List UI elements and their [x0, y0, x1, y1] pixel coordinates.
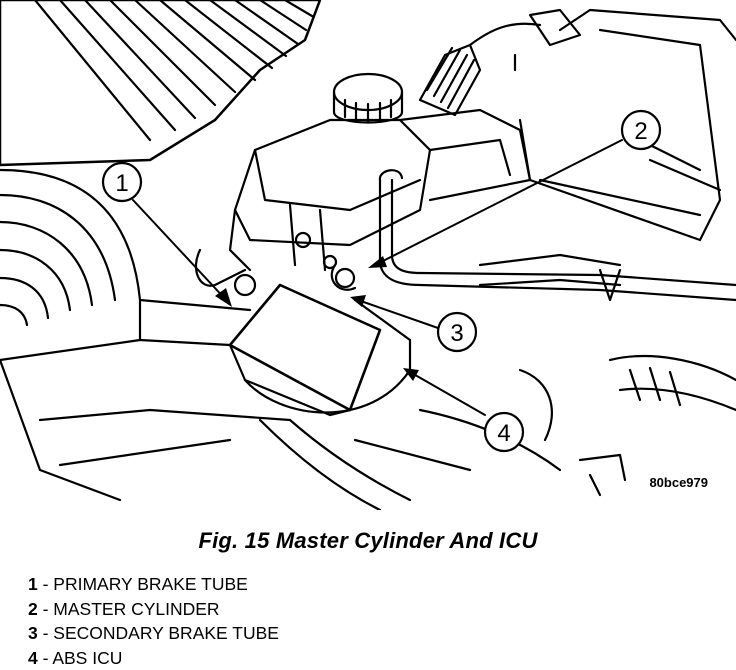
callout-number-1: 1	[115, 170, 128, 197]
callout-leaders	[132, 139, 623, 416]
legend-label: PRIMARY BRAKE TUBE	[53, 574, 248, 594]
radiator-fins	[0, 0, 322, 167]
callout-number-2: 2	[634, 118, 647, 145]
abs-icu-module	[228, 283, 412, 417]
legend-label: SECONDARY BRAKE TUBE	[53, 623, 279, 643]
callout-legend: 1 - PRIMARY BRAKE TUBE 2 - MASTER CYLIND…	[28, 572, 279, 670]
master-cylinder-body	[228, 118, 432, 272]
legend-separator: -	[37, 598, 54, 619]
legend-separator: -	[37, 623, 54, 643]
legend-item-2: 2 - MASTER CYLINDER	[28, 597, 279, 622]
frame-rails	[138, 298, 562, 510]
legend-number: 2	[28, 598, 38, 619]
brake-tube-fittings	[194, 248, 357, 297]
callout-circle-3	[436, 311, 478, 353]
legend-separator: -	[37, 574, 54, 594]
figure-caption: Fig. 15 Master Cylinder And ICU	[198, 528, 538, 553]
legend-item-4: 4 - ABS ICU	[28, 646, 279, 670]
legend-label: ABS ICU	[52, 647, 123, 668]
legend-number: 3	[28, 623, 38, 643]
legend-item-1: 1 - PRIMARY BRAKE TUBE	[28, 572, 279, 597]
callout-circle-2	[620, 109, 662, 151]
fan-shroud	[0, 168, 292, 502]
legend-separator: -	[37, 647, 53, 668]
legend-number: 4	[28, 647, 38, 668]
art-reference-code: 80bce979	[649, 475, 708, 490]
callout-circle-4	[483, 411, 525, 453]
callout-arrowhead-4	[403, 368, 419, 381]
callout-circles	[101, 109, 662, 453]
legend-number: 1	[28, 574, 38, 594]
reservoir-cap	[332, 72, 404, 124]
battery-box	[518, 8, 736, 242]
master-cylinder-illustration: 1 2 3 4 80bce979	[0, 0, 736, 510]
legend-item-3: 3 - SECONDARY BRAKE TUBE	[28, 621, 279, 646]
callout-arrowhead-1	[215, 288, 232, 307]
wiring-boot	[418, 8, 582, 117]
abs-module-housing	[398, 108, 532, 202]
callout-number-3: 3	[450, 320, 463, 347]
legend-label: MASTER CYLINDER	[53, 598, 220, 619]
lower-right-hoses	[518, 354, 736, 497]
callout-arrowhead-2	[368, 256, 387, 268]
callout-arrowhead-3	[350, 295, 366, 307]
callout-number-4: 4	[497, 420, 510, 447]
callout-circle-1	[101, 161, 143, 203]
